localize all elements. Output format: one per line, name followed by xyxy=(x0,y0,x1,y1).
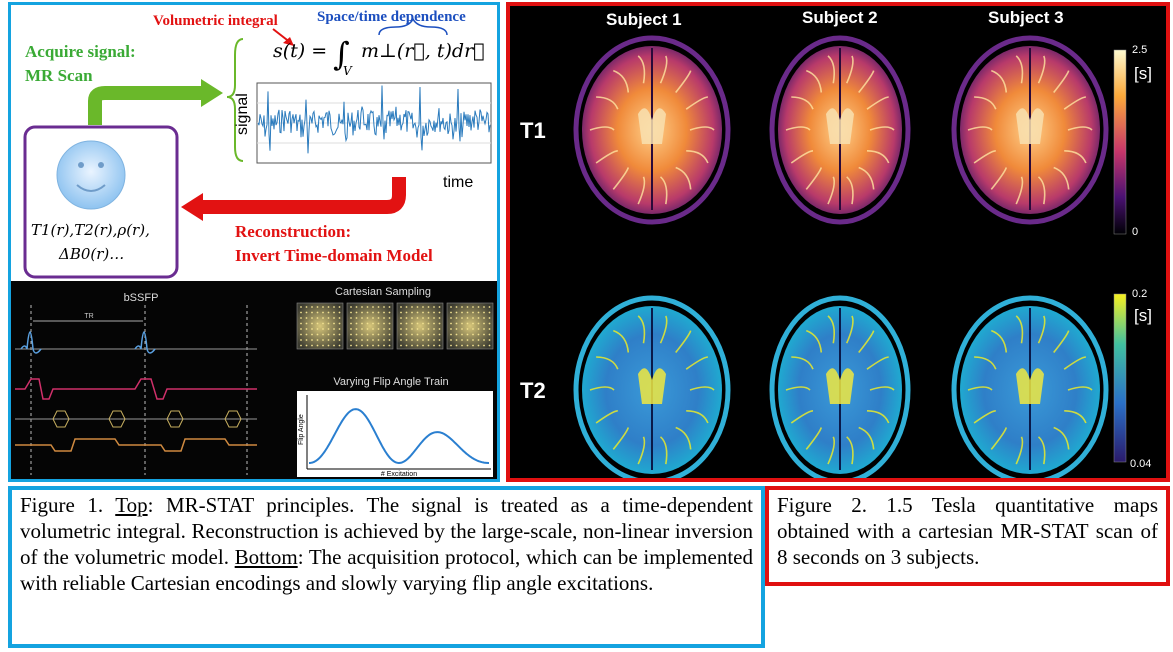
t2-map-subject-2 xyxy=(769,295,911,478)
brain-maps xyxy=(573,35,1109,478)
fig2-text: Figure 2. 1.5 Tesla quantitative maps ob… xyxy=(777,493,1158,569)
cartesian-sampling-grids xyxy=(296,302,494,350)
t1-colorbar-unit: [s] xyxy=(1134,64,1152,83)
fig1-prefix: Figure 1. xyxy=(20,493,116,517)
dependence-brace xyxy=(378,17,448,36)
flip-title: Varying Flip Angle Train xyxy=(333,376,448,388)
figure1-panel: Volumetric integral Space/time dependenc… xyxy=(8,2,500,482)
acquire-subtitle: MR Scan xyxy=(25,66,93,85)
signal-equation: s(t) = xyxy=(273,40,327,62)
t1-map-subject-2 xyxy=(769,35,911,225)
cartesian-title: Cartesian Sampling xyxy=(335,286,431,298)
t2-row-label: T2 xyxy=(520,378,546,403)
fig1-top-label: Top xyxy=(115,493,148,517)
t1-row-label: T1 xyxy=(520,118,546,143)
acquire-arrow xyxy=(88,86,201,125)
parameters-line1: T1(r),T2(r),ρ(r), xyxy=(31,221,150,239)
flip-angle-curve xyxy=(309,408,489,465)
figure1-diagram: Volumetric integral Space/time dependenc… xyxy=(11,5,497,479)
flip-angle-plot: Flip Angle # Excitation xyxy=(297,391,493,478)
volumetric-label: Volumetric integral xyxy=(153,13,278,29)
t1-colorbar-max: 2.5 xyxy=(1132,44,1148,56)
integral-limit: V xyxy=(343,64,353,78)
t1-colorbar xyxy=(1113,49,1127,235)
reconstruction-arrow xyxy=(201,177,406,214)
figure1-caption: Figure 1. Top: MR-STAT principles. The s… xyxy=(8,486,765,648)
subject-1-label: Subject 1 xyxy=(606,10,682,29)
smiley-face-icon xyxy=(56,140,126,210)
subject-3-label: Subject 3 xyxy=(988,8,1064,27)
acquire-title: Acquire signal: xyxy=(25,42,136,61)
kspace-grid xyxy=(396,302,444,350)
t1-map-subject-3 xyxy=(951,35,1109,225)
bssfp-sequence: TR xyxy=(15,305,257,475)
t2-colorbar-max: 0.2 xyxy=(1132,288,1148,300)
subject-2-label: Subject 2 xyxy=(802,8,878,27)
signal-trace xyxy=(257,85,491,154)
t1-map-subject-1 xyxy=(573,35,731,225)
bssfp-title: bSSFP xyxy=(124,292,159,304)
kspace-grid xyxy=(296,302,344,350)
flip-xlabel: # Excitation xyxy=(381,471,417,478)
space-time-label: Space/time dependence xyxy=(317,9,466,25)
signal-axis-label: signal xyxy=(234,93,251,135)
fig1-bottom-text: : The acquisition protocol, which can be… xyxy=(20,545,753,595)
integral-pointer-head xyxy=(283,37,294,46)
kspace-grid xyxy=(446,302,494,350)
green-brace xyxy=(226,38,244,162)
kspace-grid xyxy=(346,302,394,350)
flip-ylabel: Flip Angle xyxy=(298,414,305,445)
reconstruction-arrow-head xyxy=(181,193,203,221)
t2-colorbar xyxy=(1113,293,1127,463)
fig1-bottom-label: Bottom xyxy=(234,545,298,569)
acquire-arrow-head xyxy=(201,79,223,107)
tr-label: TR xyxy=(84,313,93,320)
recon-subtitle: Invert Time-domain Model xyxy=(235,246,433,265)
parameters-line2: ΔB0(r)… xyxy=(58,245,124,263)
signal-plot xyxy=(256,82,492,164)
recon-title: Reconstruction: xyxy=(235,222,351,241)
time-axis-label: time xyxy=(443,174,473,191)
figure2-caption: Figure 2. 1.5 Tesla quantitative maps ob… xyxy=(765,486,1170,586)
quantitative-maps xyxy=(573,35,1127,478)
t2-colorbar-min: 0.04 xyxy=(1130,458,1152,470)
integral-sign: ∫ xyxy=(333,35,350,73)
t2-map-subject-1 xyxy=(573,295,731,478)
t2-colorbar-unit: [s] xyxy=(1134,306,1152,325)
fig1-top-text: : MR-STAT principles. The signal is trea… xyxy=(20,493,753,569)
t1-colorbar-min: 0 xyxy=(1132,226,1139,238)
figure2-panel: Subject 1 Subject 2 Subject 3 T1 T2 2.5 … xyxy=(506,2,1170,482)
integrand: m⊥(r⃗, t)dr⃗ xyxy=(361,40,485,62)
t2-map-subject-3 xyxy=(951,295,1109,478)
